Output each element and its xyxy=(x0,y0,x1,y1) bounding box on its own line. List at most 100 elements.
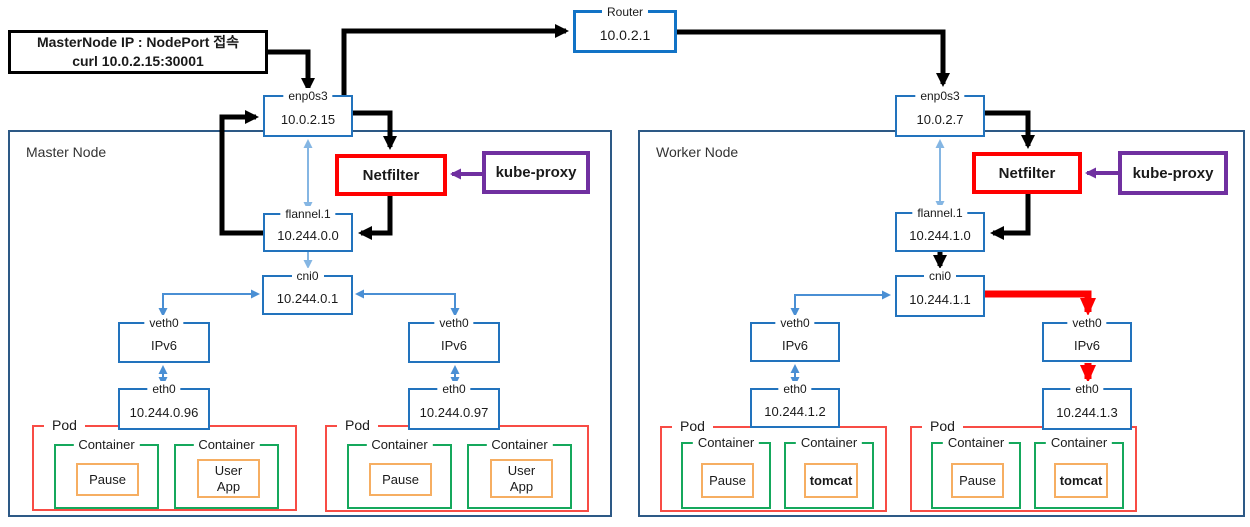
worker-eth0-left-box: eth0 10.244.1.2 xyxy=(750,381,840,428)
pod-label: Pod xyxy=(672,418,713,434)
interface-ip: 10.244.0.96 xyxy=(129,404,199,420)
arrow-worker-cni0-to-veth0-red xyxy=(985,290,1096,316)
interface-name: cni0 xyxy=(923,268,957,285)
kube-proxy-label: kube-proxy xyxy=(1132,164,1214,182)
app-label: User App xyxy=(214,462,243,494)
app-label: Pause xyxy=(959,472,996,488)
netfilter-label: Netfilter xyxy=(362,166,420,184)
master-eth0-right-box: eth0 10.244.0.97 xyxy=(408,381,500,430)
container-label: Container xyxy=(795,435,863,450)
interface-ip: 10.244.1.1 xyxy=(909,291,971,307)
app-label: tomcat xyxy=(1059,472,1103,488)
interface-ip: 10.244.0.0 xyxy=(277,228,339,243)
container-label: Container xyxy=(692,435,760,450)
arrow-master-netfilter-to-flannel xyxy=(358,196,393,240)
interface-name: eth0 xyxy=(778,381,812,398)
worker-enp0s3-box: enp0s3 10.0.2.7 xyxy=(895,88,985,137)
container-box: Container Pause xyxy=(681,435,771,509)
router-box: Router 10.0.2.1 xyxy=(573,4,677,53)
container-box: Container tomcat xyxy=(784,435,874,509)
arrow-curl-to-enp0s3 xyxy=(268,49,315,92)
container-box: Container Pause xyxy=(347,437,452,509)
pod-label: Pod xyxy=(337,417,378,433)
arrow-master-flannel-to-enp0s3 xyxy=(219,110,263,236)
link-master-cni0-veth0-left xyxy=(158,289,260,317)
master-eth0-left-box: eth0 10.244.0.96 xyxy=(118,381,210,430)
app-label: Pause xyxy=(709,472,746,488)
interface-name: eth0 xyxy=(147,381,181,398)
arrow-worker-enp0s3-to-netfilter xyxy=(985,110,1035,149)
interface-ip: 10.244.1.3 xyxy=(1056,404,1118,420)
app-box-user-app: User App xyxy=(490,459,553,498)
interface-name: cni0 xyxy=(291,268,324,285)
interface-name: veth0 xyxy=(144,315,184,332)
nodeport-annotation-box: MasterNode IP : NodePort 접속 curl 10.0.2.… xyxy=(8,30,268,74)
master-pod-1: Pod Container Pause Container User App xyxy=(32,417,297,511)
master-kube-proxy-box: kube-proxy xyxy=(482,151,590,194)
annotation-line1: MasterNode IP : NodePort 접속 xyxy=(36,34,240,50)
app-label: User App xyxy=(507,462,536,494)
app-box-pause: Pause xyxy=(951,463,1004,498)
worker-pod-1: Pod Container Pause Container tomcat xyxy=(660,418,887,512)
interface-name: enp0s3 xyxy=(283,88,333,105)
container-label: Container xyxy=(366,437,433,452)
worker-pod-2: Pod Container Pause Container tomcat xyxy=(910,418,1137,512)
container-box: Container Pause xyxy=(54,437,159,509)
worker-node-title: Worker Node xyxy=(656,144,739,160)
app-box-pause: Pause xyxy=(701,463,754,498)
master-enp0s3-box: enp0s3 10.0.2.15 xyxy=(263,88,353,137)
container-label: Container xyxy=(942,435,1010,450)
container-box: Container tomcat xyxy=(1034,435,1124,509)
interface-name: flannel.1 xyxy=(912,205,968,222)
worker-flannel-box: flannel.1 10.244.1.0 xyxy=(895,205,985,252)
interface-ip: IPv6 xyxy=(781,337,808,353)
app-label: Pause xyxy=(89,471,126,487)
worker-kube-proxy-box: kube-proxy xyxy=(1118,151,1228,195)
interface-ip: IPv6 xyxy=(440,338,467,353)
interface-name: eth0 xyxy=(1070,381,1104,398)
container-box: Container Pause xyxy=(931,435,1021,509)
master-flannel-box: flannel.1 10.244.0.0 xyxy=(263,206,353,252)
arrow-worker-netfilter-to-flannel xyxy=(990,194,1031,240)
app-box-tomcat: tomcat xyxy=(804,463,858,498)
app-box-pause: Pause xyxy=(369,463,432,496)
master-netfilter-box: Netfilter xyxy=(335,154,447,196)
container-label: Container xyxy=(1045,435,1113,450)
netfilter-label: Netfilter xyxy=(998,164,1056,182)
interface-name: veth0 xyxy=(1067,315,1107,332)
arrow-master-enp0s3-to-netfilter xyxy=(353,110,397,150)
interface-name: veth0 xyxy=(434,315,474,332)
interface-ip: IPv6 xyxy=(150,338,177,353)
container-label: Container xyxy=(193,437,260,452)
interface-name: eth0 xyxy=(437,381,471,398)
interface-ip: 10.0.2.7 xyxy=(916,111,964,127)
interface-name: enp0s3 xyxy=(915,88,965,105)
master-pod-2: Pod Container Pause Container User App xyxy=(325,417,589,512)
interface-ip: IPv6 xyxy=(1073,337,1100,353)
worker-veth0-left-box: veth0 IPv6 xyxy=(750,315,840,362)
kube-proxy-label: kube-proxy xyxy=(495,164,577,181)
master-veth0-right-box: veth0 IPv6 xyxy=(408,315,500,363)
router-name: Router xyxy=(601,4,649,21)
arrow-enp0s3-to-router xyxy=(341,24,569,95)
app-label: tomcat xyxy=(809,472,853,488)
container-box: Container User App xyxy=(174,437,279,509)
interface-name: veth0 xyxy=(775,315,815,332)
arrow-router-to-worker-enp0s3 xyxy=(677,29,950,87)
router-ip: 10.0.2.1 xyxy=(599,26,651,43)
app-box-pause: Pause xyxy=(76,463,139,496)
pod-label: Pod xyxy=(922,418,963,434)
interface-name: flannel.1 xyxy=(280,206,336,223)
master-cni0-box: cni0 10.244.0.1 xyxy=(262,268,353,315)
container-label: Container xyxy=(73,437,140,452)
app-box-tomcat: tomcat xyxy=(1054,463,1108,498)
link-master-cni0-veth0-right xyxy=(355,289,460,317)
interface-ip: 10.244.0.1 xyxy=(276,290,339,306)
container-label: Container xyxy=(486,437,553,452)
pod-label: Pod xyxy=(44,417,85,433)
interface-ip: 10.0.2.15 xyxy=(280,111,336,127)
link-worker-cni0-veth0-left xyxy=(790,290,891,317)
container-box: Container User App xyxy=(467,437,572,509)
